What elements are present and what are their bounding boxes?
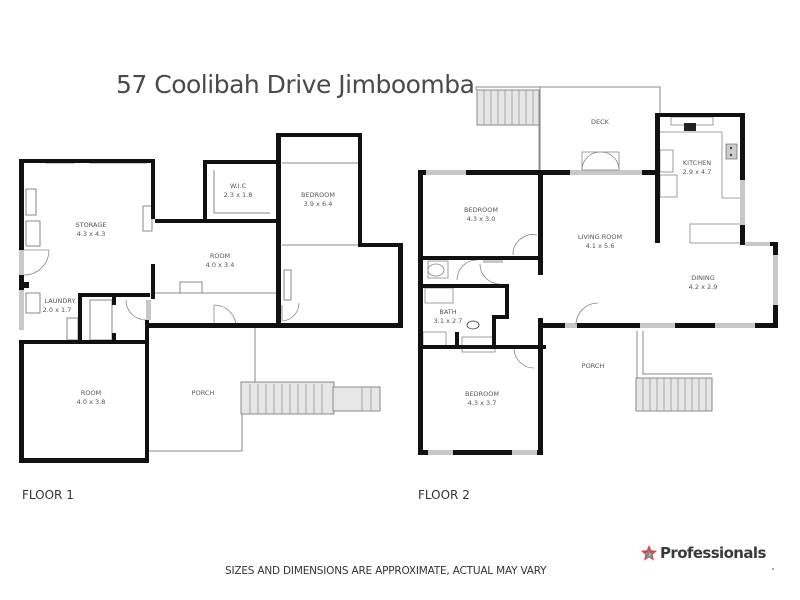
room-label: ROOM [210, 252, 230, 260]
room-label: PORCH [582, 362, 605, 370]
room-label: DECK [591, 118, 610, 126]
floor-1-plan: STORAGE 4.3 x 4.3 W.I.C 2.3 x 1.8 BEDROO… [19, 133, 403, 463]
room-label: BEDROOM [464, 206, 498, 214]
room-label: STORAGE [76, 221, 107, 229]
floor-1-stairs [240, 381, 381, 415]
plan-title: 57 Coolibah Drive Jimboomba [116, 70, 475, 99]
disclaimer-text: SIZES AND DIMENSIONS ARE APPROXIMATE, AC… [225, 565, 547, 577]
floor-1-windows [19, 159, 403, 463]
room-label: BEDROOM [465, 390, 499, 398]
room-size: 4.3 x 4.3 [77, 230, 106, 238]
room-label: KITCHEN [683, 159, 711, 167]
room-label: PORCH [192, 389, 215, 397]
room-size: 4.0 x 3.4 [206, 261, 235, 269]
room-size: 4.2 x 2.9 [689, 283, 718, 291]
room-size: 2.9 x 4.7 [683, 168, 712, 176]
room-label: W.I.C [230, 182, 247, 190]
room-size: 4.1 x 5.6 [586, 242, 615, 250]
logo-text: Professionals [660, 544, 766, 562]
room-size: 2.3 x 1.8 [224, 191, 253, 199]
room-size: 4.3 x 3.0 [467, 215, 496, 223]
floor-2-plan: DECK KITCHEN 2.9 x 4.7 BEDROOM 4.3 x 3.0… [418, 86, 778, 455]
floor-2-label: FLOOR 2 [418, 488, 470, 502]
room-size: 2.0 x 1.7 [43, 306, 72, 314]
floor-1-doors [23, 249, 300, 326]
room-size: 3.9 x 6.4 [304, 200, 333, 208]
floor-2-walls [418, 113, 778, 455]
star-icon [640, 544, 658, 561]
room-label: BATH [439, 308, 456, 316]
room-label: ROOM [81, 389, 101, 397]
professionals-logo: Professionals [640, 544, 766, 562]
room-label: DINING [691, 274, 715, 282]
room-label: BEDROOM [301, 191, 335, 199]
room-size: 3.1 x 2.7 [434, 317, 463, 325]
room-label: LAUNDRY [45, 297, 76, 305]
room-size: 4.3 x 3.7 [468, 399, 497, 407]
room-size: 4.0 x 3.8 [77, 398, 106, 406]
floor-1-label: FLOOR 1 [22, 488, 74, 502]
room-label: LIVING ROOM [578, 233, 622, 241]
floor-2-stairs [476, 89, 713, 412]
floor-2-doors [456, 151, 620, 369]
decorative-dot [772, 568, 774, 570]
floor-1-walls [19, 133, 403, 463]
